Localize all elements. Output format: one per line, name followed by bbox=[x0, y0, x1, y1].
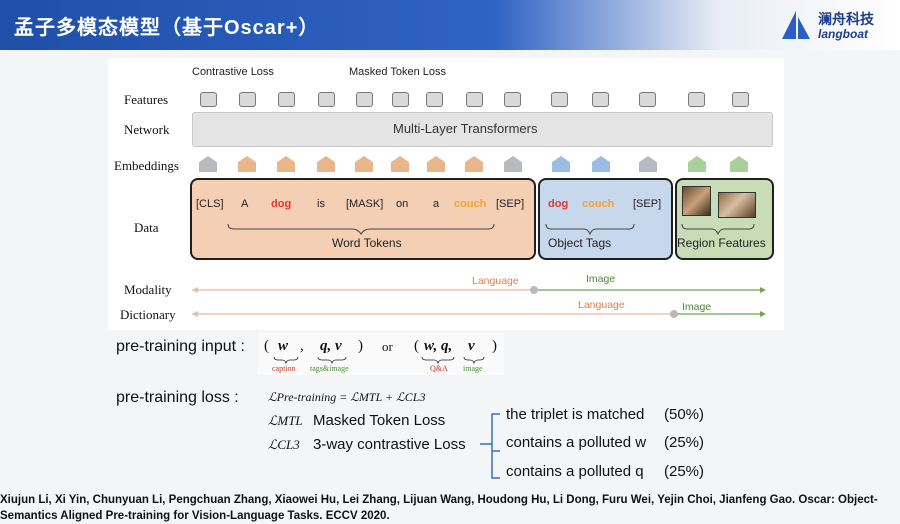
feature-square bbox=[239, 92, 256, 107]
embedding-marker bbox=[465, 156, 483, 172]
word-token: [CLS] bbox=[196, 198, 224, 210]
object-tags-box bbox=[538, 178, 673, 260]
modality-language: Language bbox=[472, 275, 519, 287]
embedding-marker bbox=[277, 156, 295, 172]
citation-line-2: Semantics Aligned Pre-training for Visio… bbox=[0, 510, 390, 522]
row-label-network: Network bbox=[124, 122, 170, 137]
feature-square bbox=[200, 92, 217, 107]
embedding-marker bbox=[592, 156, 610, 172]
word-token: A bbox=[241, 198, 249, 210]
caption-label: caption bbox=[272, 364, 296, 373]
feature-square bbox=[356, 92, 373, 107]
feature-square bbox=[551, 92, 568, 107]
embedding-marker bbox=[355, 156, 373, 172]
cl3-symbol: ℒCL3 bbox=[268, 437, 300, 452]
row-label-data: Data bbox=[134, 220, 159, 235]
feature-square bbox=[504, 92, 521, 107]
region-features-label: Region Features bbox=[677, 236, 766, 250]
group-braces bbox=[227, 223, 755, 236]
feature-square bbox=[392, 92, 409, 107]
row-label-modality: Modality bbox=[124, 282, 172, 297]
embedding-marker bbox=[317, 156, 335, 172]
logo-chinese: 澜舟科技 bbox=[818, 11, 874, 27]
word-tokens-label: Word Tokens bbox=[332, 236, 402, 250]
feature-square bbox=[688, 92, 705, 107]
object-token: dog bbox=[548, 198, 569, 210]
dictionary-image: Image bbox=[682, 301, 712, 313]
row-label-dictionary: Dictionary bbox=[120, 307, 176, 322]
case-text: contains a polluted w bbox=[506, 434, 647, 451]
tuple1-w: w bbox=[278, 338, 289, 354]
embedding-marker bbox=[199, 156, 217, 172]
row-label-features: Features bbox=[124, 92, 169, 107]
slide-header: 孟子多模态模型（基于Oscar+） 澜舟科技 langboat bbox=[0, 0, 900, 50]
case-percent: (25%) bbox=[664, 434, 705, 451]
tuple2-v: v bbox=[468, 338, 475, 354]
embedding-marker bbox=[639, 156, 657, 172]
embedding-marker bbox=[391, 156, 409, 172]
langboat-logo: 澜舟科技 langboat bbox=[776, 6, 886, 44]
cl3-description: 3-way contrastive Loss bbox=[313, 436, 466, 453]
case-text: contains a polluted q bbox=[506, 463, 644, 480]
row-label-embeddings: Embeddings bbox=[114, 158, 179, 173]
sail-icon bbox=[782, 11, 810, 39]
input-braces bbox=[273, 356, 485, 365]
feature-square bbox=[592, 92, 609, 107]
pretraining-loss-label: pre-training loss : bbox=[116, 389, 239, 406]
feature-square bbox=[466, 92, 483, 107]
oscar-figure: Contrastive Loss Masked Token Loss Featu… bbox=[108, 58, 784, 330]
loss-equation: ℒPre-training = ℒMTL + ℒCL3 bbox=[268, 390, 426, 404]
pretraining-input-label: pre-training input : bbox=[116, 338, 245, 355]
word-token: dog bbox=[271, 198, 292, 210]
cases-bracket bbox=[480, 413, 500, 479]
region-thumbnail bbox=[718, 192, 756, 218]
dictionary-language: Language bbox=[578, 299, 625, 311]
citation: Xiujun Li, Xi Yin, Chunyuan Li, Pengchua… bbox=[0, 492, 900, 524]
network-label: Multi-Layer Transformers bbox=[393, 121, 538, 136]
case-percent: (50%) bbox=[664, 406, 705, 423]
mtl-symbol: ℒMTL bbox=[268, 413, 303, 428]
input-formula: ( w , q, v ) or ( w, q, v ) caption tags… bbox=[258, 333, 504, 375]
embedding-marker bbox=[504, 156, 522, 172]
slide-title: 孟子多模态模型（基于Oscar+） bbox=[14, 17, 320, 39]
feature-square bbox=[318, 92, 335, 107]
object-token: [SEP] bbox=[633, 198, 662, 210]
word-token: is bbox=[317, 198, 325, 210]
modality-image: Image bbox=[586, 273, 616, 285]
qa-label: Q&A bbox=[430, 364, 448, 373]
citation-line-1: Xiujun Li, Xi Yin, Chunyuan Li, Pengchua… bbox=[0, 494, 878, 506]
embedding-marker bbox=[427, 156, 445, 172]
tuple1-qv: q, v bbox=[320, 338, 342, 354]
tuple2-wq: w, q, bbox=[424, 338, 453, 354]
image-sub-label: image bbox=[463, 364, 483, 373]
case-text: the triplet is matched bbox=[506, 406, 645, 423]
word-token: [SEP] bbox=[496, 198, 525, 210]
object-tags-label: Object Tags bbox=[548, 236, 612, 250]
masked-token-loss-label: Masked Token Loss bbox=[349, 66, 447, 78]
embedding-marker bbox=[238, 156, 256, 172]
object-token: couch bbox=[582, 198, 615, 210]
region-thumbnail bbox=[682, 186, 711, 216]
transformer-block: Multi-Layer Transformers bbox=[192, 112, 773, 147]
embedding-marker bbox=[552, 156, 570, 172]
word-tokens-box bbox=[190, 178, 536, 260]
case-percent: (25%) bbox=[664, 463, 705, 480]
feature-square bbox=[639, 92, 656, 107]
contrastive-loss-label: Contrastive Loss bbox=[192, 66, 274, 78]
tags-image-label: tags&image bbox=[310, 364, 349, 373]
embedding-marker bbox=[730, 156, 748, 172]
mtl-description: Masked Token Loss bbox=[313, 412, 446, 429]
modality-arrows bbox=[192, 286, 766, 318]
embedding-marker bbox=[688, 156, 706, 172]
word-token: [MASK] bbox=[346, 198, 384, 210]
feature-square bbox=[732, 92, 749, 107]
word-token: on bbox=[396, 198, 409, 210]
logo-english: langboat bbox=[818, 27, 868, 41]
feature-square bbox=[426, 92, 443, 107]
or-word: or bbox=[382, 339, 393, 354]
feature-square bbox=[278, 92, 295, 107]
word-token: a bbox=[433, 198, 440, 210]
word-token: couch bbox=[454, 198, 487, 210]
